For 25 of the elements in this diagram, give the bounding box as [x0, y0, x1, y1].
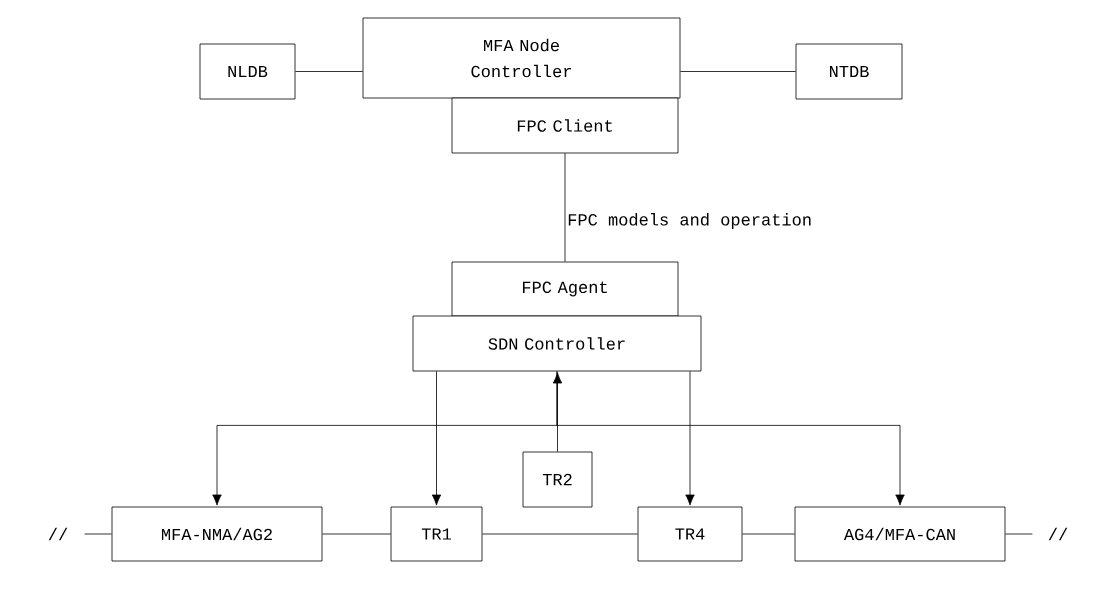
- connector: [322, 533, 391, 535]
- connector: [431, 371, 442, 506]
- connector: [685, 371, 695, 506]
- process-box: FPC Client: [451, 97, 679, 154]
- connector: [295, 71, 363, 72]
- process-box: NLDB: [199, 43, 296, 100]
- process-box: NTDB: [795, 43, 903, 100]
- edge-label: FPC models and operation: [566, 212, 814, 230]
- process-box: FPC Agent: [451, 261, 679, 317]
- connector: [564, 153, 566, 262]
- process-box: SDN Controller: [412, 315, 702, 372]
- process-box: MFA-NMA/AG2: [111, 506, 323, 562]
- connector: [742, 533, 795, 535]
- connector: [482, 533, 638, 535]
- break-mark: //: [48, 527, 68, 541]
- process-box: TR1: [390, 506, 483, 562]
- connector: [680, 71, 796, 72]
- connector: [84, 533, 112, 535]
- process-box: TR4: [637, 506, 743, 562]
- connector: [556, 371, 905, 506]
- process-box: AG4/MFA-CAN: [794, 506, 1006, 562]
- process-box: TR2: [522, 451, 593, 508]
- connector: [552, 372, 563, 452]
- connector: [1005, 533, 1033, 535]
- break-mark: //: [1048, 527, 1068, 541]
